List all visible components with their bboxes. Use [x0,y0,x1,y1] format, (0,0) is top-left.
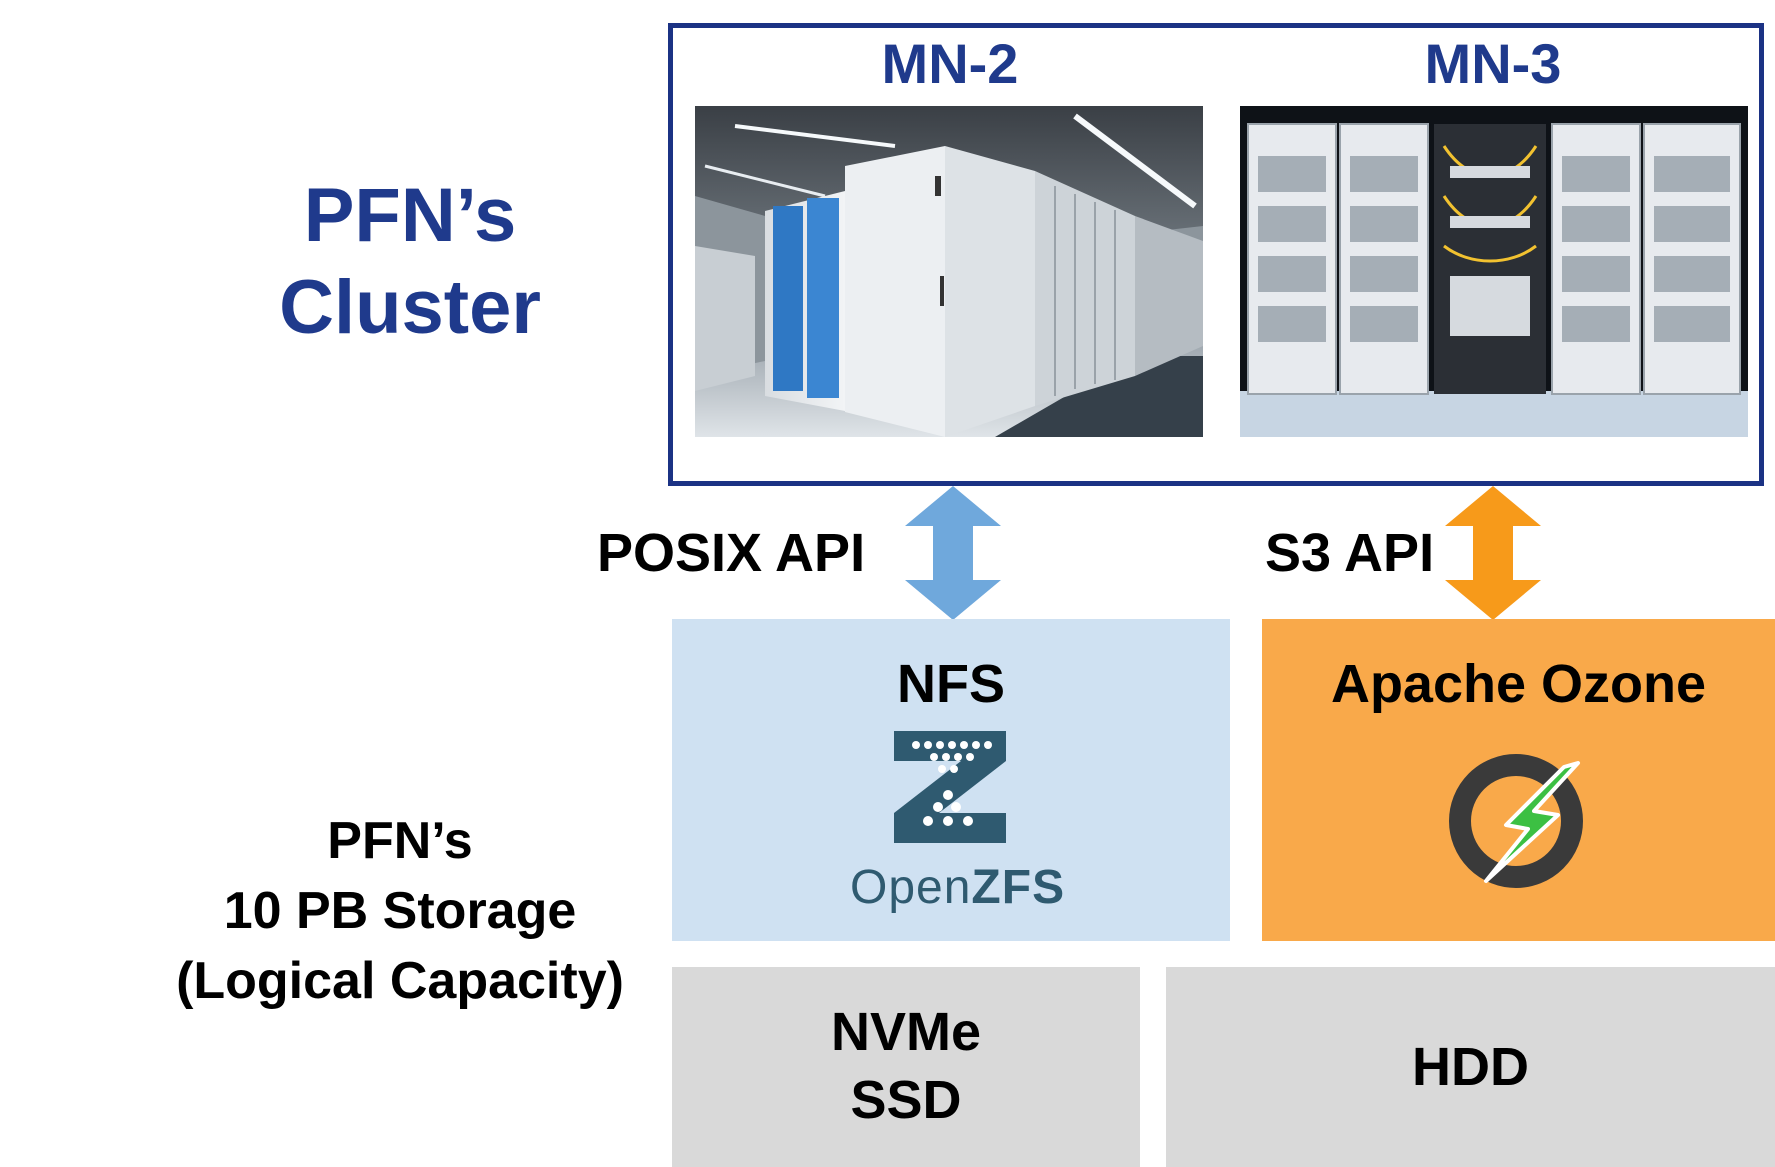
cluster-title-line2: Cluster [279,265,541,350]
openzfs-logo-icon [894,731,1006,843]
cluster-title: PFN’s Cluster [230,170,590,354]
openzfs-zfs-text: ZFS [971,861,1066,914]
mn3-server-photo [1240,106,1748,437]
mn2-server-photo [695,106,1203,437]
cluster-title-line1: PFN’s [303,173,517,258]
storage-title-line2: 10 PB Storage [223,882,577,940]
hdd-box [1166,967,1775,1167]
s3-api-label: S3 API [1265,523,1435,583]
posix-api-label: POSIX API [597,523,866,583]
mn2-label: MN-2 [881,32,1019,95]
storage-title-line1: PFN’s [327,812,473,870]
nfs-label: NFS [897,654,1005,714]
mn3-label: MN-3 [1424,32,1562,95]
apache-ozone-logo-icon [1449,754,1583,888]
hdd-label: HDD [1412,1037,1529,1097]
posix-double-arrow [905,486,1001,620]
nvme-label-line1: NVMe [830,1002,982,1062]
cluster-frame [668,23,1764,486]
openzfs-logo-text: OpenZFS [850,860,1065,915]
nvme-ssd-label: NVMe SSD [672,998,1140,1134]
s3-double-arrow [1445,486,1541,620]
nvme-ssd-box [672,967,1140,1167]
ozone-label: Apache Ozone [1330,654,1707,714]
storage-title-line3: (Logical Capacity) [176,952,624,1010]
storage-title: PFN’s 10 PB Storage (Logical Capacity) [140,806,660,1016]
openzfs-open-text: Open [850,861,972,914]
nvme-label-line2: SSD [850,1070,962,1130]
